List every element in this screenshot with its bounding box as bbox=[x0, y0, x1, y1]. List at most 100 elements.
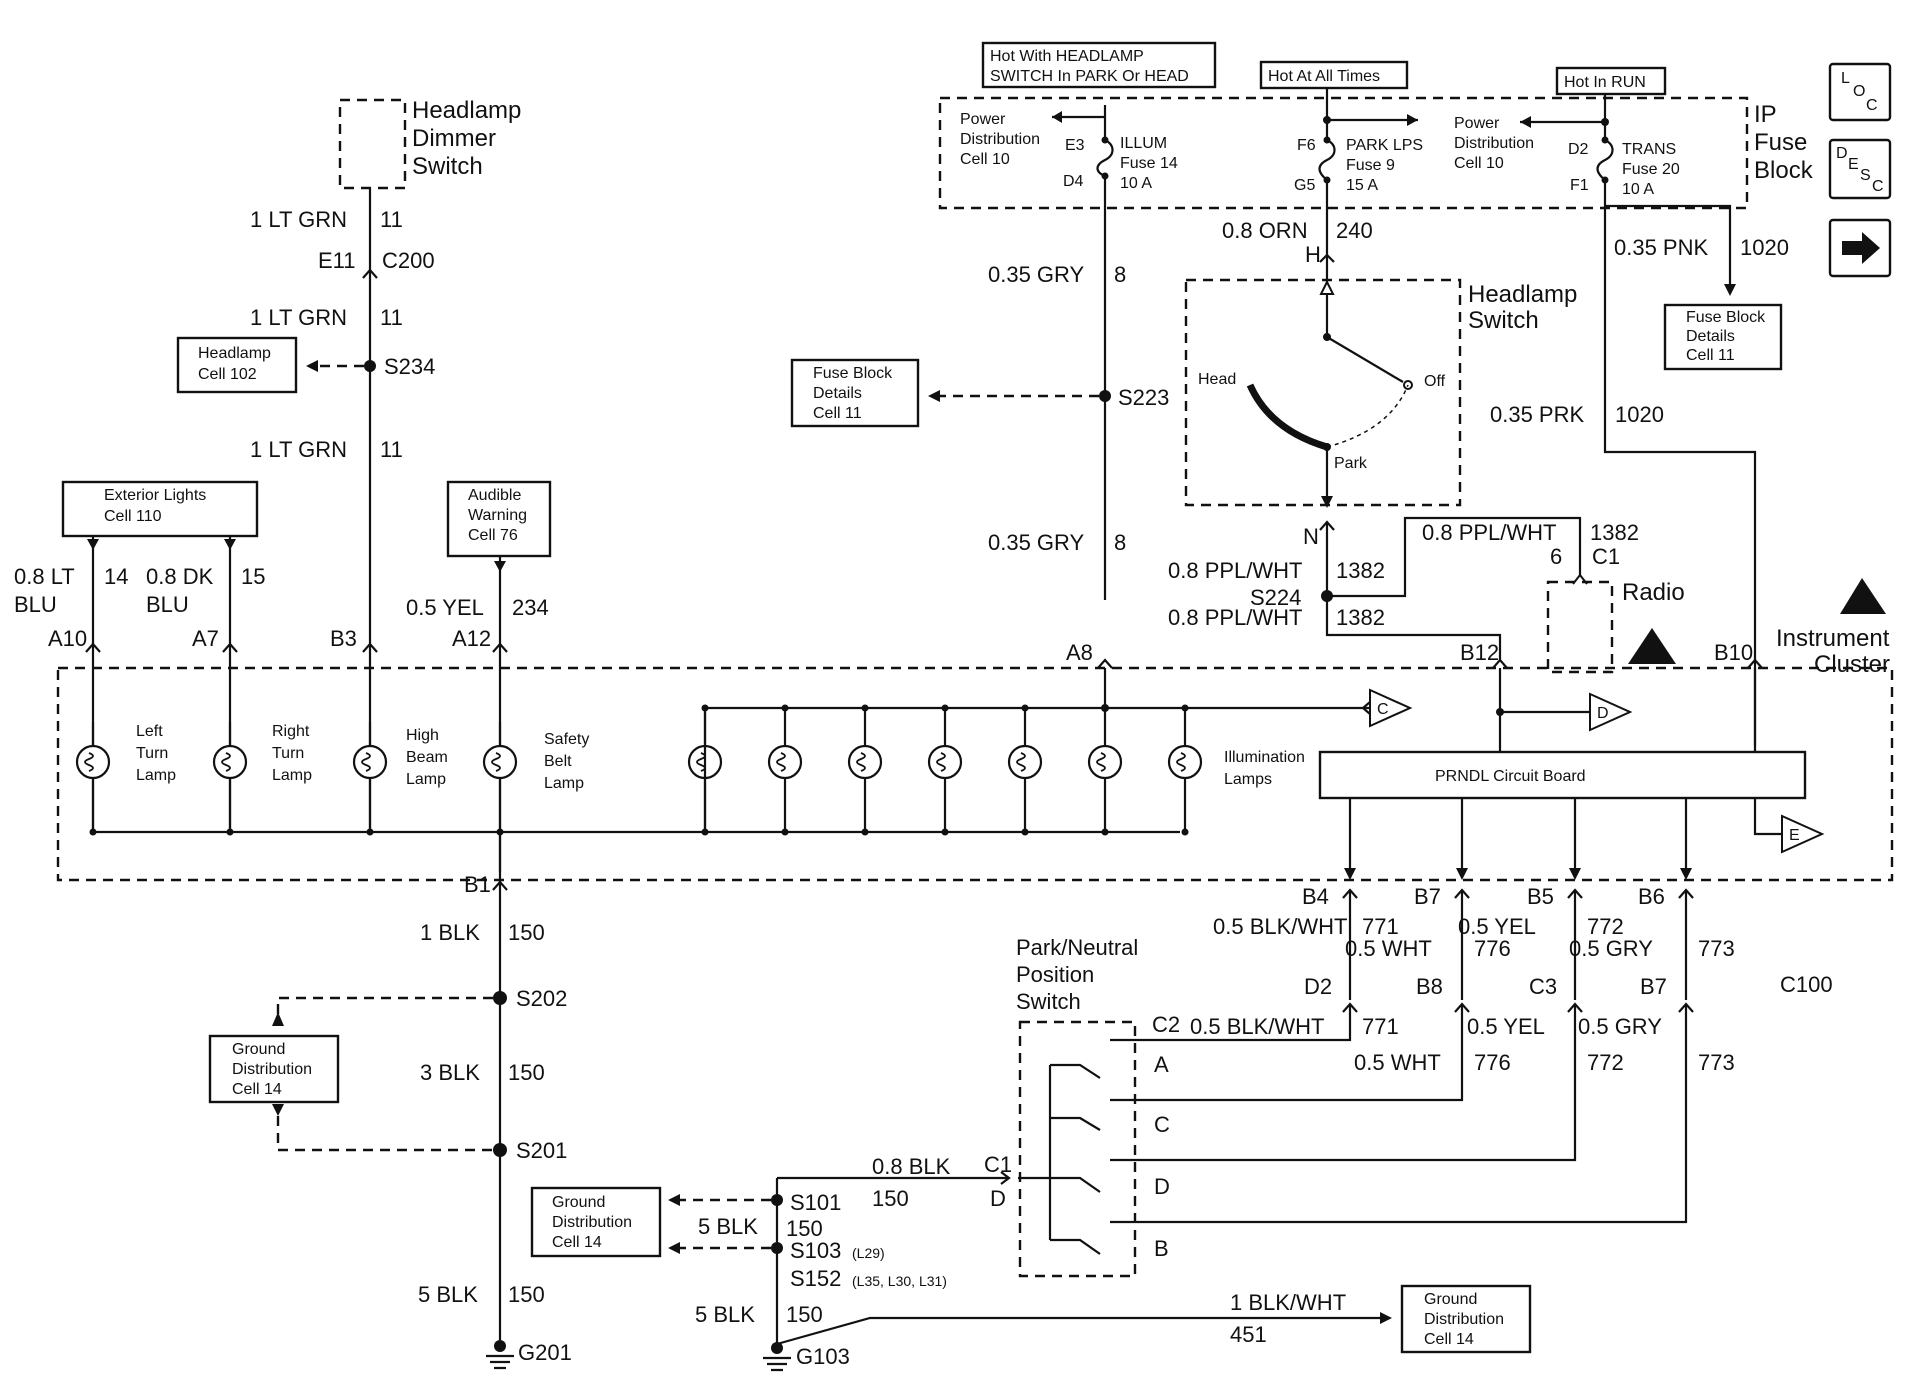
s101-label: S101 bbox=[790, 1190, 841, 1215]
pin-a12: A12 bbox=[452, 626, 491, 651]
desc-icon[interactable]: D E S C bbox=[1828, 138, 1892, 200]
svg-text:D2: D2 bbox=[1568, 141, 1589, 158]
ip-fuse-block: IP Fuse Block Power Distribution Cell 10… bbox=[938, 88, 1814, 746]
svg-text:PARK LPS: PARK LPS bbox=[1346, 137, 1423, 154]
pn-switch-title-1: Park/Neutral bbox=[1016, 935, 1138, 960]
left-turn-lamp-2: Turn bbox=[136, 745, 168, 762]
wire-pnk-num: 1020 bbox=[1740, 235, 1789, 260]
blk5-left-num: 150 bbox=[508, 1282, 545, 1307]
prndl-pin-top: B6 bbox=[1638, 884, 1665, 909]
fuse-block-details-left-ref[interactable]: Fuse Block Details Cell 11 bbox=[790, 358, 920, 428]
radio: Radio bbox=[1546, 579, 1685, 674]
pin-b10: B10 bbox=[1714, 640, 1753, 665]
svg-text:D: D bbox=[1597, 705, 1609, 722]
svg-text:C: C bbox=[1866, 97, 1878, 114]
ppl-b12-color: 0.8 PPL/WHT bbox=[1168, 605, 1302, 630]
cluster-ref-e[interactable]: E bbox=[1781, 814, 1825, 854]
wire-prk-label: 0.35 PRK bbox=[1490, 402, 1584, 427]
svg-text:Ground: Ground bbox=[1424, 1291, 1477, 1308]
prndl-wire-color: 0.5 GRY bbox=[1569, 936, 1653, 961]
svg-text:G5: G5 bbox=[1294, 177, 1315, 194]
svg-text:Cell 11: Cell 11 bbox=[813, 405, 862, 422]
a10-wire-color1: 0.8 LT bbox=[14, 564, 75, 589]
svg-text:PRNDL Circuit Board: PRNDL Circuit Board bbox=[1435, 768, 1586, 785]
ground-dist-right-ref[interactable]: Ground Distribution Cell 14 bbox=[1400, 1284, 1532, 1354]
svg-text:Fuse Block: Fuse Block bbox=[813, 365, 893, 382]
park-neutral-switch bbox=[1018, 1020, 1160, 1278]
svg-text:Cell 76: Cell 76 bbox=[468, 527, 518, 544]
dimmer-wire3-color: 1 LT GRN bbox=[250, 437, 347, 462]
svg-text:E: E bbox=[1789, 827, 1800, 844]
svg-text:Headlamp: Headlamp bbox=[198, 345, 271, 362]
blk3-color: 3 BLK bbox=[420, 1060, 480, 1085]
svg-text:Fuse Block: Fuse Block bbox=[1686, 309, 1766, 326]
hot-all-times-text: Hot At All Times bbox=[1268, 68, 1380, 85]
audible-warning-ref[interactable]: Audible Warning Cell 76 bbox=[446, 480, 552, 558]
wire-prk-num: 1020 bbox=[1615, 402, 1664, 427]
hot-label-headlamp: Hot With HEADLAMP SWITCH In PARK Or HEAD bbox=[981, 41, 1217, 89]
headlamp-cell-ref[interactable]: Headlamp Cell 102 bbox=[176, 336, 298, 394]
svg-text:Distribution: Distribution bbox=[960, 131, 1040, 148]
svg-text:Distribution: Distribution bbox=[1424, 1311, 1504, 1328]
svg-text:O: O bbox=[1853, 83, 1865, 100]
cluster-title-1: Instrument bbox=[1776, 625, 1890, 652]
prndl-wire-num: 771 bbox=[1362, 914, 1399, 939]
svg-text:Radio: Radio bbox=[1622, 579, 1685, 606]
ground-g201-icon bbox=[486, 1340, 514, 1370]
cluster-ref-c[interactable]: C bbox=[1369, 688, 1413, 728]
s234-label: S234 bbox=[384, 354, 435, 379]
safety-belt-lamp-3: Lamp bbox=[544, 775, 584, 792]
headlamp-dimmer-switch: Headlamp Dimmer Switch bbox=[338, 97, 521, 190]
prndl-pin-top: B7 bbox=[1414, 884, 1441, 909]
blk5-mid-color: 5 BLK bbox=[698, 1214, 758, 1239]
a7-wire-color1: 0.8 DK bbox=[146, 564, 214, 589]
exterior-lights-ref[interactable]: Exterior Lights Cell 110 bbox=[61, 480, 259, 538]
c200-label: C200 bbox=[382, 248, 435, 273]
ground-dist-left-ref[interactable]: Ground Distribution Cell 14 bbox=[208, 1034, 340, 1104]
svg-text:F1: F1 bbox=[1570, 177, 1589, 194]
dimmer-wire2-num: 11 bbox=[380, 305, 403, 330]
arrow-right-icon[interactable] bbox=[1828, 218, 1892, 278]
blk5-mid-num: 150 bbox=[786, 1216, 823, 1241]
illumination-lamps-1: Illumination bbox=[1224, 749, 1305, 766]
hot-label-all-times: Hot At All Times bbox=[1259, 60, 1409, 90]
svg-text:Power: Power bbox=[1454, 115, 1500, 132]
svg-text:E: E bbox=[1848, 156, 1859, 173]
prndl-wire-num: 772 bbox=[1587, 914, 1624, 939]
a10-wire-color2: BLU bbox=[14, 592, 57, 617]
lamp-bulb-icon bbox=[927, 704, 963, 836]
left-turn-lamp-1: Left bbox=[136, 723, 163, 740]
svg-text:Block: Block bbox=[1754, 157, 1814, 184]
dimmer-wire2-color: 1 LT GRN bbox=[250, 305, 347, 330]
right-turn-lamp-3: Lamp bbox=[272, 767, 312, 784]
ground-g103-icon bbox=[763, 1342, 791, 1372]
svg-text:D: D bbox=[1836, 145, 1848, 162]
ppl-radio-num: 1382 bbox=[1590, 520, 1639, 545]
ground-dist-mid-ref[interactable]: Ground Distribution Cell 14 bbox=[530, 1186, 662, 1258]
radio-pin-num: 6 bbox=[1550, 544, 1562, 569]
loc-icon[interactable]: L O C bbox=[1828, 62, 1892, 122]
svg-text:Headlamp: Headlamp bbox=[412, 97, 521, 124]
svg-text:Cell 102: Cell 102 bbox=[198, 366, 257, 383]
pn-wire-num: 773 bbox=[1698, 1050, 1735, 1075]
cluster-lamps bbox=[75, 704, 1203, 882]
pn-d-in-label: D bbox=[990, 1186, 1006, 1211]
right-turn-lamp-2: Turn bbox=[272, 745, 304, 762]
cluster-ref-d[interactable]: D bbox=[1589, 692, 1633, 732]
fuse-block-details-right-ref[interactable]: Fuse Block Details Cell 11 bbox=[1663, 303, 1783, 371]
pn-c1-label: C1 bbox=[984, 1152, 1012, 1177]
svg-text:Distribution: Distribution bbox=[232, 1061, 312, 1078]
blk08-color: 0.8 BLK bbox=[872, 1154, 951, 1179]
pin-h: H bbox=[1305, 242, 1321, 267]
prndl-wire-color: 0.5 BLK/WHT bbox=[1213, 914, 1347, 939]
svg-text:IP: IP bbox=[1754, 101, 1777, 128]
svg-text:Switch: Switch bbox=[1468, 307, 1539, 334]
svg-text:D4: D4 bbox=[1063, 173, 1084, 190]
pn-c2-label: C2 bbox=[1152, 1012, 1180, 1037]
blk5-g103-color: 5 BLK bbox=[695, 1302, 755, 1327]
g201-label: G201 bbox=[518, 1340, 572, 1365]
svg-text:Fuse 9: Fuse 9 bbox=[1346, 157, 1395, 174]
svg-text:C: C bbox=[1872, 178, 1884, 195]
orn-wire-num: 240 bbox=[1336, 218, 1373, 243]
